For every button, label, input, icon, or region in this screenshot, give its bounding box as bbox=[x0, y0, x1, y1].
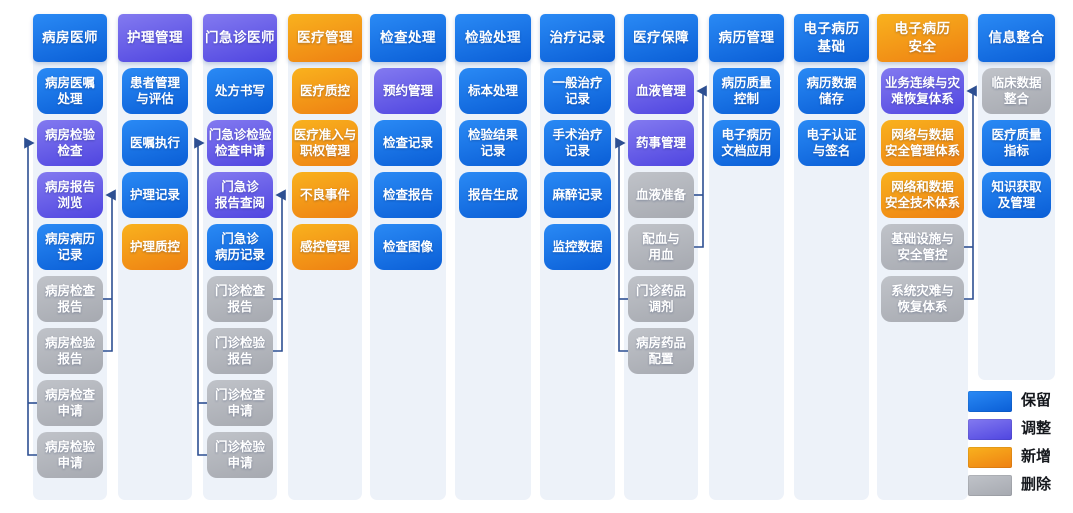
module-box: 病房检验 申请 bbox=[37, 432, 103, 478]
module-box: 检查记录 bbox=[374, 120, 442, 166]
column-4-header: 医疗管理 bbox=[288, 14, 362, 62]
module-box: 网络和数据 安全技术体系 bbox=[881, 172, 964, 218]
module-box: 护理记录 bbox=[122, 172, 188, 218]
column-10-header: 电子病历 基础 bbox=[794, 14, 869, 62]
module-box: 配血与 用血 bbox=[628, 224, 694, 270]
module-box: 检验结果 记录 bbox=[459, 120, 527, 166]
module-box: 医嘱执行 bbox=[122, 120, 188, 166]
module-box: 基础设施与 安全管控 bbox=[881, 224, 964, 270]
module-box: 门诊药品 调剂 bbox=[628, 276, 694, 322]
module-box: 医疗质控 bbox=[292, 68, 358, 114]
module-box: 知识获取 及管理 bbox=[982, 172, 1051, 218]
module-box: 临床数据 整合 bbox=[982, 68, 1051, 114]
module-box: 门诊检查 报告 bbox=[207, 276, 273, 322]
module-box: 护理质控 bbox=[122, 224, 188, 270]
module-box: 监控数据 bbox=[544, 224, 611, 270]
module-box: 病房检查 报告 bbox=[37, 276, 103, 322]
module-box: 病房报告 浏览 bbox=[37, 172, 103, 218]
module-box: 门诊检验 报告 bbox=[207, 328, 273, 374]
module-box: 病房检验 检查 bbox=[37, 120, 103, 166]
column-6-header: 检验处理 bbox=[455, 14, 531, 62]
module-box: 血液管理 bbox=[628, 68, 694, 114]
module-box: 病房检查 申请 bbox=[37, 380, 103, 426]
module-box: 网络与数据 安全管理体系 bbox=[881, 120, 964, 166]
module-box: 血液准备 bbox=[628, 172, 694, 218]
module-box: 病房医嘱 处理 bbox=[37, 68, 103, 114]
module-box: 电子认证 与签名 bbox=[798, 120, 865, 166]
legend-swatch-new bbox=[968, 446, 1012, 468]
module-box: 医疗质量 指标 bbox=[982, 120, 1051, 166]
legend-row-adjust: 调整 bbox=[968, 418, 1051, 440]
column-7-header: 治疗记录 bbox=[540, 14, 615, 62]
legend-row-new: 新增 bbox=[968, 446, 1051, 468]
legend-label-adjust: 调整 bbox=[1021, 420, 1052, 437]
module-box: 标本处理 bbox=[459, 68, 527, 114]
module-box: 门急诊 报告查阅 bbox=[207, 172, 273, 218]
column-3-header: 门急诊医师 bbox=[203, 14, 277, 62]
module-box: 麻醉记录 bbox=[544, 172, 611, 218]
module-box: 感控管理 bbox=[292, 224, 358, 270]
module-box: 药事管理 bbox=[628, 120, 694, 166]
module-box: 门急诊 病历记录 bbox=[207, 224, 273, 270]
module-box: 门诊检验 申请 bbox=[207, 432, 273, 478]
module-box: 处方书写 bbox=[207, 68, 273, 114]
module-box: 一般治疗 记录 bbox=[544, 68, 611, 114]
column-12-header: 信息整合 bbox=[978, 14, 1055, 62]
module-box: 手术治疗 记录 bbox=[544, 120, 611, 166]
module-box: 不良事件 bbox=[292, 172, 358, 218]
column-11-header: 电子病历 安全 bbox=[877, 14, 968, 62]
module-box: 业务连续与灾 难恢复体系 bbox=[881, 68, 964, 114]
column-8-header: 医疗保障 bbox=[624, 14, 698, 62]
module-box: 检查图像 bbox=[374, 224, 442, 270]
legend-swatch-adjust bbox=[968, 418, 1012, 440]
module-box: 系统灾难与 恢复体系 bbox=[881, 276, 964, 322]
column-1-header: 病房医师 bbox=[33, 14, 107, 62]
legend-label-delete: 删除 bbox=[1021, 476, 1052, 493]
column-9-header: 病历管理 bbox=[709, 14, 784, 62]
module-box: 医疗准入与 职权管理 bbox=[292, 120, 358, 166]
module-box: 病房药品 配置 bbox=[628, 328, 694, 374]
legend-label-keep: 保留 bbox=[1021, 392, 1052, 409]
legend-swatch-keep bbox=[968, 390, 1012, 412]
module-box: 预约管理 bbox=[374, 68, 442, 114]
module-box: 门诊检查 申请 bbox=[207, 380, 273, 426]
module-box: 检查报告 bbox=[374, 172, 442, 218]
legend-label-new: 新增 bbox=[1021, 448, 1052, 465]
module-box: 病房检验 报告 bbox=[37, 328, 103, 374]
module-box: 门急诊检验 检查申请 bbox=[207, 120, 273, 166]
module-box: 病历质量 控制 bbox=[713, 68, 780, 114]
legend-swatch-delete bbox=[968, 474, 1012, 496]
module-box: 报告生成 bbox=[459, 172, 527, 218]
module-box: 病历数据 储存 bbox=[798, 68, 865, 114]
column-5-header: 检查处理 bbox=[370, 14, 446, 62]
legend-row-delete: 删除 bbox=[968, 474, 1051, 496]
module-box: 病房病历 记录 bbox=[37, 224, 103, 270]
module-box: 电子病历 文档应用 bbox=[713, 120, 780, 166]
legend-row-keep: 保留 bbox=[968, 390, 1051, 412]
legend: 保留 调整 新增 删除 bbox=[968, 390, 1051, 502]
module-box: 患者管理 与评估 bbox=[122, 68, 188, 114]
column-2-header: 护理管理 bbox=[118, 14, 192, 62]
